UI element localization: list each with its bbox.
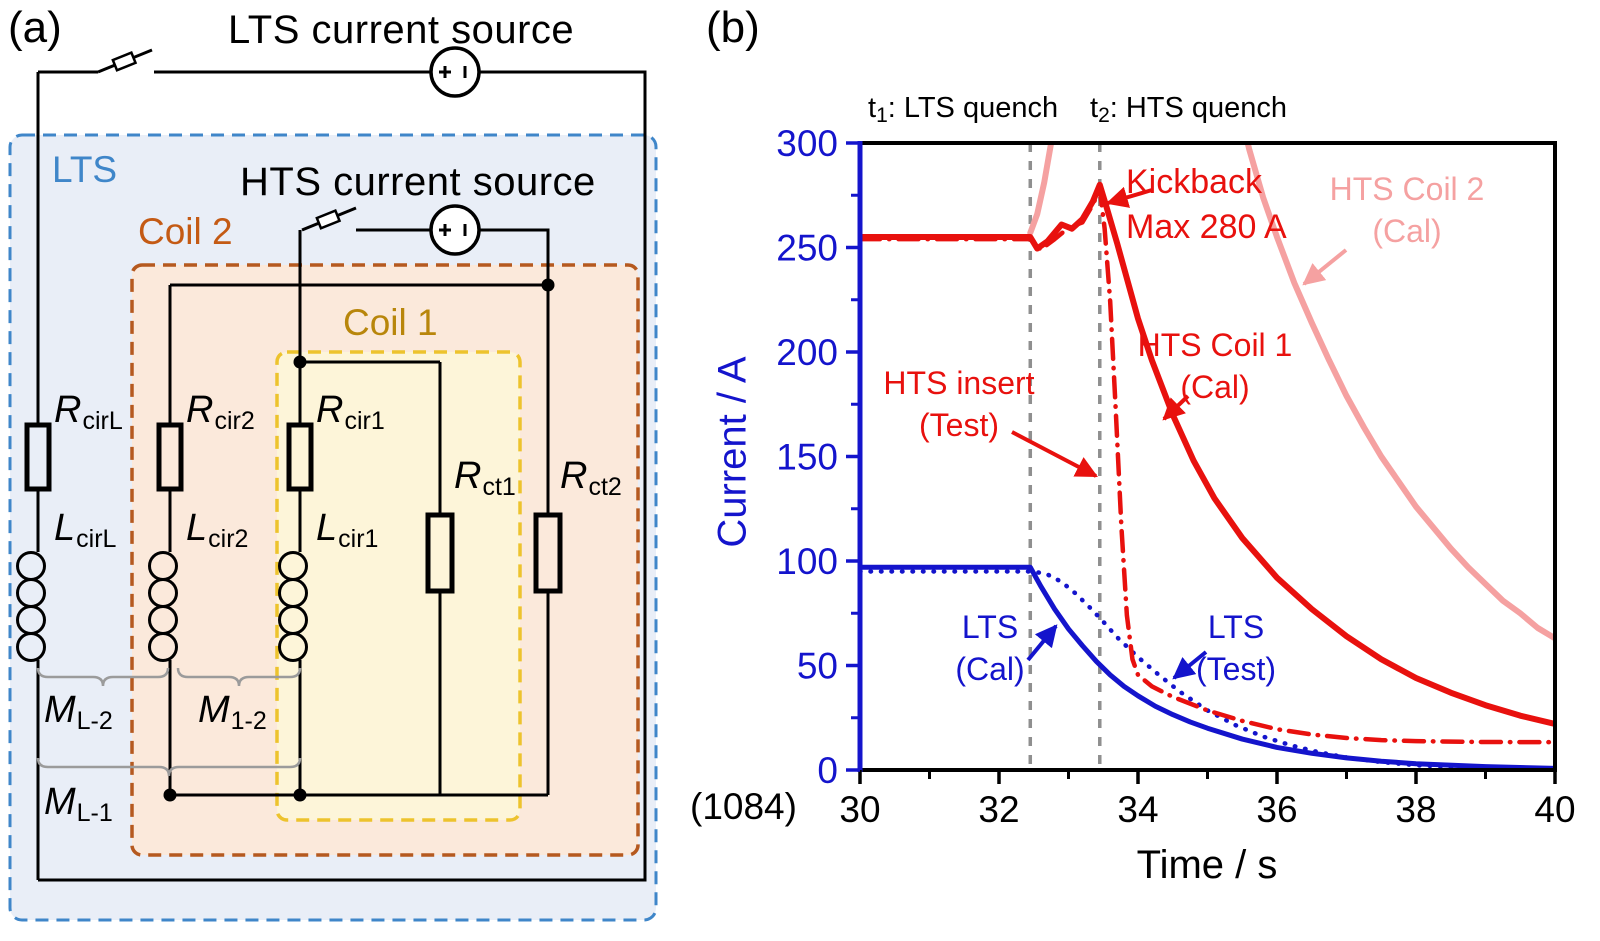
panel-a-tag: (a) [8,3,62,52]
kickback-arrow [1105,186,1153,208]
label-Lcir2: Lcir2 [186,507,249,553]
curve-hts-coil2-cal-rise [1027,143,1055,236]
label-Rct1: Rct1 [454,455,516,501]
x-axis-title: Time / s [1136,843,1278,887]
curve-lts-cal [860,564,1555,770]
x-tick-label-30: 30 [839,789,880,830]
y-tick-label-300: 300 [776,123,838,164]
kickback-annotation: Kickback Max 280 A [1126,163,1287,246]
hts-current-source-icon [429,204,481,256]
curve-hts-coil2-cal [1244,143,1555,642]
lts-cal-arrow [1026,624,1058,662]
inductor-Lcir1 [278,551,308,662]
curve-hts-coil1-cal [860,181,1555,728]
brace-ML2 [36,667,170,687]
hts-insert-arrow [1011,430,1098,478]
hts-switch-icon [301,206,357,232]
junction-dot [163,788,177,802]
coil1-box-label: Coil 1 [343,302,438,343]
junction-dot [541,278,555,292]
corner-label: (1084) [690,786,797,827]
label-Rcir1: Rcir1 [316,389,385,435]
x-tick-label-36: 36 [1256,789,1297,830]
panel-b-tag: (b) [706,3,760,52]
junction-dot [293,355,307,369]
label-LcirL: LcirL [54,507,117,553]
brace-M12 [176,667,302,687]
label-ML2: ML-2 [44,689,113,735]
lts-test-arrow [1172,650,1208,680]
junction-dot [293,788,307,802]
y-tick-label-150: 150 [776,437,838,478]
x-tick-label-38: 38 [1395,789,1436,830]
hts-insert-annotation: HTS insert (Test) [883,365,1035,444]
label-ML1: ML-1 [44,781,113,827]
curve-lts-test [860,569,1555,770]
lts-switch-icon [97,48,153,74]
resistor-RcirL [24,422,52,492]
axis-tick-labels: 30 32 34 36 38 40 0 50 100 150 200 250 300 [776,123,1575,830]
label-Rcir2: Rcir2 [186,389,255,435]
lts-current-source-icon [429,46,481,98]
lts-test-annotation: LTS (Test) [1196,609,1276,688]
label-RcirL: RcirL [54,389,123,435]
x-tick-label-34: 34 [1117,789,1158,830]
resistor-Rct2 [533,512,563,594]
y-axis-title: Current / A [710,356,755,548]
y-tick-label-200: 200 [776,332,838,373]
y-tick-label-250: 250 [776,228,838,269]
coil2-box-label: Coil 2 [138,211,233,252]
lts-cal-annotation: LTS (Cal) [955,609,1025,688]
resistor-Rcir1 [286,422,314,492]
hts-source-title: HTS current source [240,160,596,204]
label-Lcir1: Lcir1 [316,507,379,553]
lts-box-label: LTS [52,149,118,190]
inductor-LcirL [16,551,46,662]
x-tick-label-32: 32 [978,789,1019,830]
chart-curves [860,143,1555,770]
y-tick-label-50: 50 [797,646,838,687]
y-tick-label-100: 100 [776,541,838,582]
t2-quench-label: t2: HTS quench [1090,92,1288,127]
coil1-dashed-box [275,350,522,822]
axis-ticks [846,141,1557,784]
circuit-wires [36,70,647,882]
t1-quench-label: t1: LTS quench [868,92,1059,127]
inductor-Lcir2 [148,551,178,662]
hts-coil1-arrow [1162,394,1190,421]
brace-ML1 [36,757,302,777]
hts-coil2-annotation: HTS Coil 2 (Cal) [1329,171,1485,250]
label-Rct2: Rct2 [560,455,622,501]
hts-coil2-arrow [1302,248,1348,286]
annotation-arrows [1011,186,1348,680]
resistor-Rct1 [425,512,455,594]
label-M12: M1-2 [198,689,267,735]
curve-hts-insert-test [860,186,1555,745]
hts-coil1-annotation: HTS Coil 1 (Cal) [1137,327,1293,406]
lts-source-title: LTS current source [228,8,575,52]
x-tick-label-40: 40 [1534,789,1575,830]
resistor-Rcir2 [156,422,184,492]
y-tick-label-0: 0 [817,750,838,791]
